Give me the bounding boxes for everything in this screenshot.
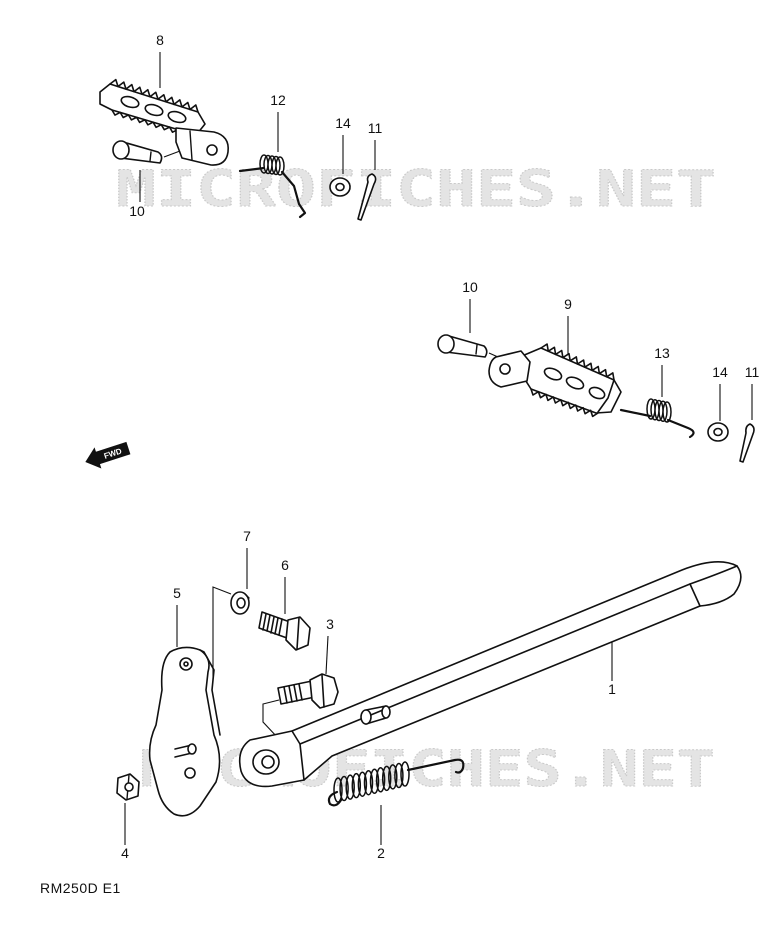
lock-washer-split: [244, 593, 250, 599]
callout-11-middle: 11: [745, 364, 760, 380]
footpeg-part-9: [488, 343, 622, 418]
kickstand-spring-pin-end: [381, 705, 391, 719]
bracket-part-5: [148, 646, 221, 817]
kickstand-tip-edge: [689, 583, 701, 607]
assembly-line-bolt-to-stand: [262, 699, 280, 739]
pin-head: [437, 334, 455, 354]
spring-leg-right: [280, 170, 307, 219]
lock-washer-hole: [236, 597, 246, 609]
bracket-stud-end: [187, 743, 197, 755]
footpeg-cutout: [144, 103, 164, 117]
washer-part-14-top: [329, 177, 351, 197]
spring-leg-left: [619, 408, 652, 418]
bolt-part-6: [258, 611, 311, 651]
pin-hole: [149, 151, 152, 162]
pin-head: [112, 140, 130, 160]
callout-11-top: 11: [368, 120, 383, 136]
bracket-mount-hole: [184, 767, 196, 779]
nut-hole: [124, 782, 134, 792]
kickstand-pivot-hole-inner: [261, 755, 275, 769]
clevis-pin-part-10-top: [112, 140, 163, 164]
clevis-hole: [499, 363, 511, 375]
kickstand-part-1: [238, 561, 742, 788]
footpeg-cutout: [543, 367, 563, 381]
footpeg-cutout: [588, 386, 606, 400]
pin-shaft: [120, 141, 163, 164]
spring-coil: [333, 761, 410, 803]
clevis-edge: [189, 130, 193, 161]
footpeg-bottom-serration: [111, 109, 187, 136]
leader-3: [325, 635, 329, 675]
callout-9: 9: [564, 296, 572, 312]
callout-7: 7: [243, 528, 251, 544]
footpeg-clevis: [175, 127, 230, 166]
assembly-line-pin-to-footpeg: [163, 150, 181, 158]
footpeg-top-serration: [540, 343, 615, 381]
callout-13: 13: [654, 345, 670, 361]
bolt-part-3: [277, 673, 339, 709]
clevis-hole: [206, 144, 218, 156]
clevis-pin-part-10-middle: [437, 334, 488, 358]
lock-washer-part-7: [230, 591, 250, 615]
callout-10-top: 10: [129, 203, 145, 219]
callout-3: 3: [326, 616, 334, 632]
nut-part-4: [116, 773, 140, 801]
bolt-head: [309, 673, 339, 709]
spring-hook-right: [406, 758, 465, 774]
spring-part-13: [619, 398, 695, 439]
callout-10-middle: 10: [462, 279, 478, 295]
bolt-threads: [283, 683, 303, 704]
footpeg-cutout: [120, 95, 140, 109]
spring-hook-left: [327, 790, 343, 807]
spring-coil: [646, 398, 672, 423]
forward-arrow-icon: FWD: [85, 441, 131, 469]
spring-coil: [259, 154, 285, 176]
bracket-plate: [148, 646, 221, 817]
bracket-edge: [199, 649, 221, 736]
washer-hole: [335, 182, 345, 192]
cotter-pin-part-11-top: [357, 173, 377, 221]
callout-2: 2: [377, 845, 385, 861]
callout-8: 8: [156, 32, 164, 48]
arrow-shape: [85, 441, 131, 469]
bracket-pivot-hole-inner: [183, 661, 189, 667]
kickstand-spring-pin-base: [360, 709, 372, 725]
washer-hole: [713, 427, 723, 437]
watermark-bottom: MICROFICHES.NET: [140, 740, 715, 798]
figure-code: RM250D E1: [40, 880, 121, 896]
spring-part-12: [238, 154, 307, 219]
spring-leg-right: [666, 418, 695, 439]
assembly-line-washer-to-bracket: [212, 586, 232, 680]
bolt-head-face: [296, 617, 300, 650]
footpeg-cutout: [565, 376, 585, 390]
bolt-threads: [262, 613, 283, 636]
footpeg-cutout: [167, 110, 187, 124]
spring-part-2: [327, 758, 465, 807]
spring-leg-left: [238, 166, 266, 173]
cotter-pin: [739, 423, 755, 463]
footpeg-top-serration: [109, 78, 199, 113]
washer-part-14-middle: [707, 422, 729, 442]
callout-14-top: 14: [335, 115, 351, 131]
bolt-head-face: [321, 674, 325, 708]
callout-5: 5: [173, 585, 181, 601]
pin-hole: [475, 344, 478, 355]
callout-12: 12: [270, 92, 286, 108]
callout-4: 4: [121, 845, 129, 861]
cotter-pin-part-11-middle: [739, 423, 755, 463]
callout-14-middle: 14: [712, 364, 728, 380]
kickstand-body: [238, 561, 742, 788]
footpeg-end-face: [597, 379, 615, 413]
cotter-pin: [357, 173, 377, 221]
watermark-top: MICROFICHES.NET: [116, 160, 716, 218]
footpeg-part-8: [99, 78, 230, 166]
footpeg-bottom-serration: [530, 388, 599, 418]
callout-1: 1: [608, 681, 616, 697]
callout-6: 6: [281, 557, 289, 573]
